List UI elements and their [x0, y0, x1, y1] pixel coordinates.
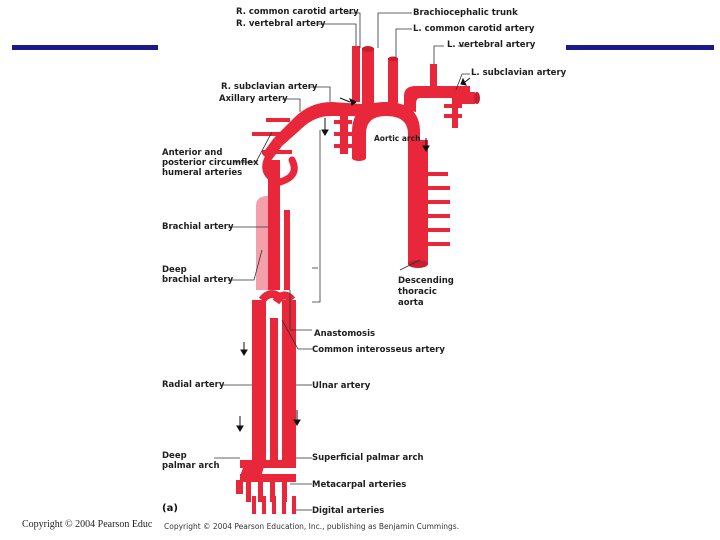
label-r-common-carotid: R. common carotid artery	[236, 7, 359, 17]
label-common-interosseus: Common interosseus artery	[312, 345, 445, 355]
label-metacarpal: Metacarpal arteries	[312, 480, 407, 490]
left-subclavian-stub	[455, 92, 480, 104]
brachiocephalic-trunk	[362, 46, 374, 110]
radial-artery	[240, 300, 266, 480]
label-anastomosis: Anastomosis	[314, 329, 376, 339]
brachial-artery	[256, 160, 290, 290]
header-rule-left	[12, 45, 158, 50]
palmar-arches	[236, 460, 296, 494]
label-r-subclavian: R. subclavian artery	[221, 82, 318, 92]
leader-lines	[214, 12, 470, 511]
label-descending-line3: aorta	[398, 298, 424, 308]
label-aortic-arch: Aortic arch	[374, 134, 421, 143]
ulnar-artery	[270, 300, 296, 464]
label-l-common-carotid: L. common carotid artery	[413, 24, 535, 34]
left-subclavian	[404, 64, 470, 128]
figure-copyright: Copyright © 2004 Pearson Education, Inc.…	[164, 522, 460, 531]
label-l-subclavian: L. subclavian artery	[471, 68, 567, 78]
header-rule-right	[566, 45, 714, 50]
label-circumflex-line3: humeral arteries	[162, 168, 243, 178]
label-circumflex-line2: posterior circumflex	[162, 158, 259, 168]
label-brachiocephalic-trunk: Brachiocephalic trunk	[413, 8, 518, 18]
label-deep-palmar-line2: palmar arch	[162, 461, 220, 471]
descending-thoracic-aorta	[408, 140, 450, 268]
label-brachial: Brachial artery	[162, 222, 234, 232]
left-common-carotid	[388, 56, 398, 110]
figure-letter: (a)	[162, 503, 178, 514]
label-deep-brachial-line1: Deep	[162, 265, 187, 275]
label-ulnar: Ulnar artery	[312, 381, 371, 391]
label-l-vertebral: L. vertebral artery	[447, 40, 536, 50]
slide-copyright: Copyright © 2004 Pearson Educ	[22, 519, 153, 530]
digital-arteries	[252, 496, 296, 514]
label-radial: Radial artery	[162, 380, 225, 390]
label-deep-brachial-line2: brachial artery	[162, 275, 234, 285]
flow-arrows	[236, 77, 471, 432]
right-common-carotid	[352, 46, 360, 102]
label-circumflex-line1: Anterior and	[162, 148, 223, 158]
label-deep-palmar-line1: Deep	[162, 451, 187, 461]
label-descending-line1: Descending	[398, 276, 454, 286]
label-digital: Digital arteries	[312, 506, 385, 516]
label-superficial-palmar: Superficial palmar arch	[312, 453, 424, 463]
elbow-anastomosis	[258, 290, 296, 305]
label-r-vertebral: R. vertebral artery	[236, 19, 326, 29]
metacarpal-arteries	[246, 482, 287, 502]
right-subclavian	[274, 102, 362, 154]
label-descending-line2: thoracic	[398, 287, 437, 297]
label-axillary: Axillary artery	[219, 94, 288, 104]
